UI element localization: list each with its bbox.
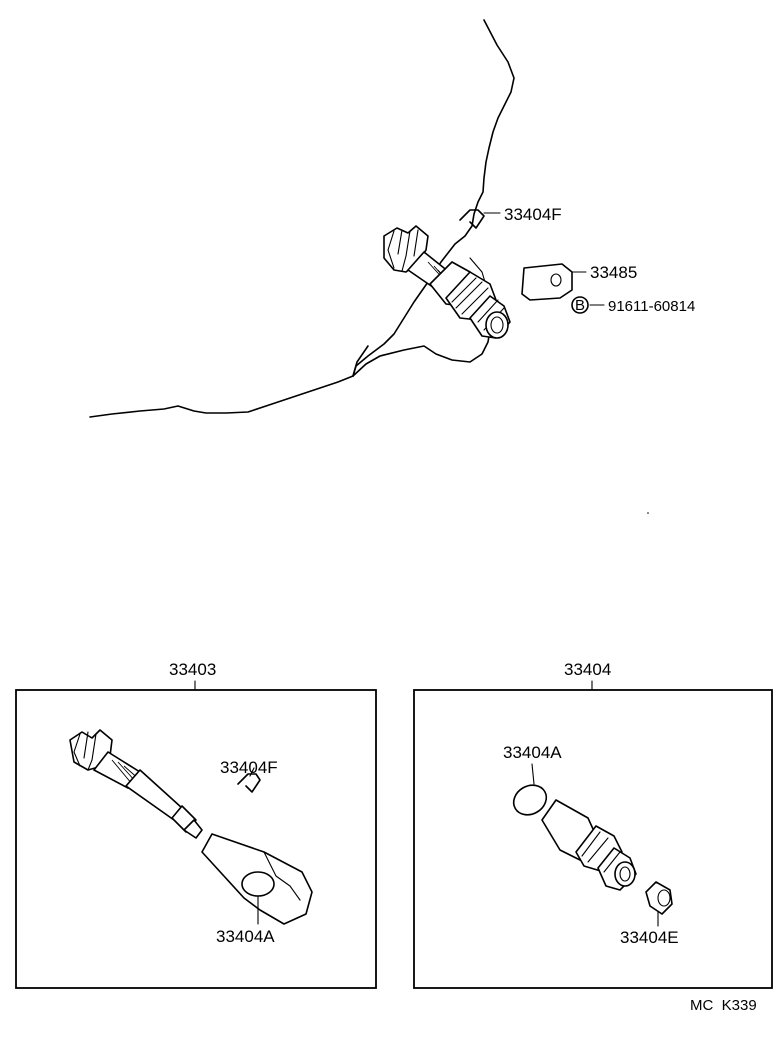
- label-bushing: 33404E: [620, 928, 679, 947]
- o-ring-right: [512, 784, 548, 816]
- diagram-code: MC K339: [690, 997, 757, 1014]
- clip-33404f-top: [459, 209, 501, 229]
- lock-plate-33485: [521, 263, 587, 301]
- sleeve-right: [541, 799, 637, 891]
- driven-gear-shaft-left: [69, 729, 203, 839]
- bolt-mark-b: B: [575, 297, 585, 314]
- label-ring-right: 33404A: [503, 743, 562, 762]
- bolt-callout: [571, 296, 605, 314]
- label-plate: 33485: [590, 263, 637, 282]
- clip-33404f-left: [237, 767, 261, 793]
- label-assy-33403: 33403: [169, 660, 216, 679]
- label-ring-left: 33404A: [216, 927, 275, 946]
- driven-gear-installed: [383, 225, 511, 339]
- label-assy-33404: 33404: [564, 660, 611, 679]
- box-33404: [413, 689, 773, 989]
- transmission-housing-outline: [89, 19, 515, 418]
- label-bolt: 91611-60814: [608, 298, 695, 315]
- label-clip-left: 33404F: [220, 758, 278, 777]
- bushing-33404e: [645, 881, 673, 927]
- o-ring-left: [241, 871, 275, 925]
- label-clip-top: 33404F: [504, 205, 562, 224]
- box-33403: [15, 689, 377, 989]
- leader-ring-right: [531, 763, 535, 785]
- stray-dot: [647, 512, 649, 514]
